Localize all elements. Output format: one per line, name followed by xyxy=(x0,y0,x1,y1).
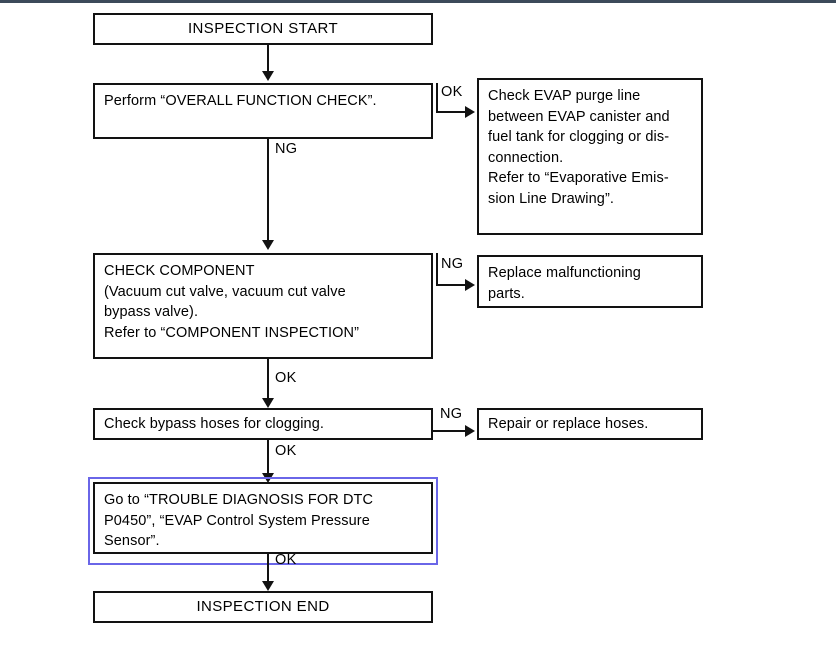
connector-start-to-overall xyxy=(267,45,269,74)
node-inspection-start[interactable]: INSPECTION START xyxy=(93,13,433,45)
edge-label-ng-overall: NG xyxy=(275,141,298,157)
edge-label-ng-component: NG xyxy=(441,256,464,272)
edge-label-ok-bypass: OK xyxy=(275,443,297,459)
edge-label-ok-diagnosis: OK xyxy=(275,552,297,568)
edge-label-ng-bypass: NG xyxy=(440,406,463,422)
connector-bypass-ng-horizontal xyxy=(433,430,471,432)
arrowhead-diagnosis-ok xyxy=(262,581,274,591)
node-inspection-start-label: INSPECTION START xyxy=(187,19,339,37)
connector-component-ok-vertical xyxy=(267,359,269,403)
node-inspection-end[interactable]: INSPECTION END xyxy=(93,591,433,623)
node-overall-function-check-label: Perform “OVERALL FUNCTION CHECK”. xyxy=(104,93,377,109)
node-check-bypass-hoses-label: Check bypass hoses for clogging. xyxy=(104,415,325,432)
connector-diagnosis-ok-vertical xyxy=(267,554,269,585)
top-rule-divider xyxy=(0,0,836,3)
connector-bypass-ok-vertical xyxy=(267,440,269,481)
connector-overall-ng-vertical xyxy=(267,139,269,243)
node-check-component[interactable]: CHECK COMPONENT (Vacuum cut valve, vacuu… xyxy=(93,253,433,359)
node-repair-or-replace-hoses-label: Repair or replace hoses. xyxy=(488,415,649,432)
node-inspection-end-label: INSPECTION END xyxy=(196,597,330,615)
node-overall-function-check[interactable]: Perform “OVERALL FUNCTION CHECK”. xyxy=(93,83,433,139)
arrowhead-component-ng xyxy=(465,279,475,291)
connector-component-ng-horizontal xyxy=(436,284,471,286)
node-check-evap-purge-line[interactable]: Check EVAP purge line between EVAP canis… xyxy=(477,78,703,235)
connector-component-ng-vertical xyxy=(436,253,438,286)
arrowhead-bypass-ng xyxy=(465,425,475,437)
edge-label-ok-component: OK xyxy=(275,370,297,386)
node-check-component-label: CHECK COMPONENT (Vacuum cut valve, vacuu… xyxy=(104,263,360,341)
node-check-evap-purge-line-label: Check EVAP purge line between EVAP canis… xyxy=(488,88,670,207)
node-check-bypass-hoses[interactable]: Check bypass hoses for clogging. xyxy=(93,408,433,440)
arrowhead-component-ok xyxy=(262,398,274,408)
connector-overall-ok-horizontal xyxy=(436,111,471,113)
node-go-to-trouble-diagnosis[interactable]: Go to “TROUBLE DIAGNOSIS FOR DTC P0450”,… xyxy=(93,482,433,554)
node-replace-malfunctioning-parts[interactable]: Replace malfunctioning parts. xyxy=(477,255,703,308)
node-go-to-trouble-diagnosis-label: Go to “TROUBLE DIAGNOSIS FOR DTC P0450”,… xyxy=(104,492,374,549)
arrowhead-overall-ng xyxy=(262,240,274,250)
edge-label-ok-overall: OK xyxy=(441,84,463,100)
node-repair-or-replace-hoses[interactable]: Repair or replace hoses. xyxy=(477,408,703,440)
node-replace-malfunctioning-parts-label: Replace malfunctioning parts. xyxy=(488,265,641,302)
arrowhead-start-to-overall xyxy=(262,71,274,81)
connector-overall-ok-vertical xyxy=(436,83,438,113)
arrowhead-overall-ok xyxy=(465,106,475,118)
